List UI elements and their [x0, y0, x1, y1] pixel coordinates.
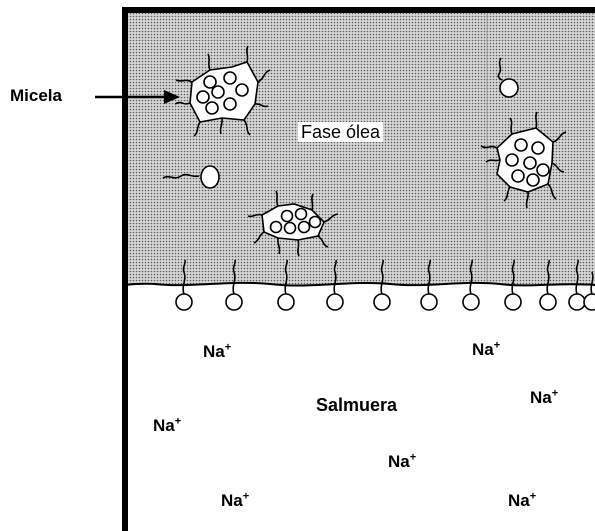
sodium-ion-label: Na+ — [508, 492, 536, 509]
brine-label: Salmuera — [316, 396, 397, 414]
sodium-ion-label: Na+ — [388, 453, 416, 470]
sodium-ion-label: Na+ — [472, 341, 500, 358]
sodium-ion-label: Na+ — [153, 417, 181, 434]
sodium-ion-label: Na+ — [203, 343, 231, 360]
sodium-ion-label: Na+ — [530, 389, 558, 406]
micelle-label: Micela — [10, 87, 62, 104]
oil-phase-label: Fase ólea — [298, 122, 383, 142]
sodium-ion-label: Na+ — [221, 492, 249, 509]
